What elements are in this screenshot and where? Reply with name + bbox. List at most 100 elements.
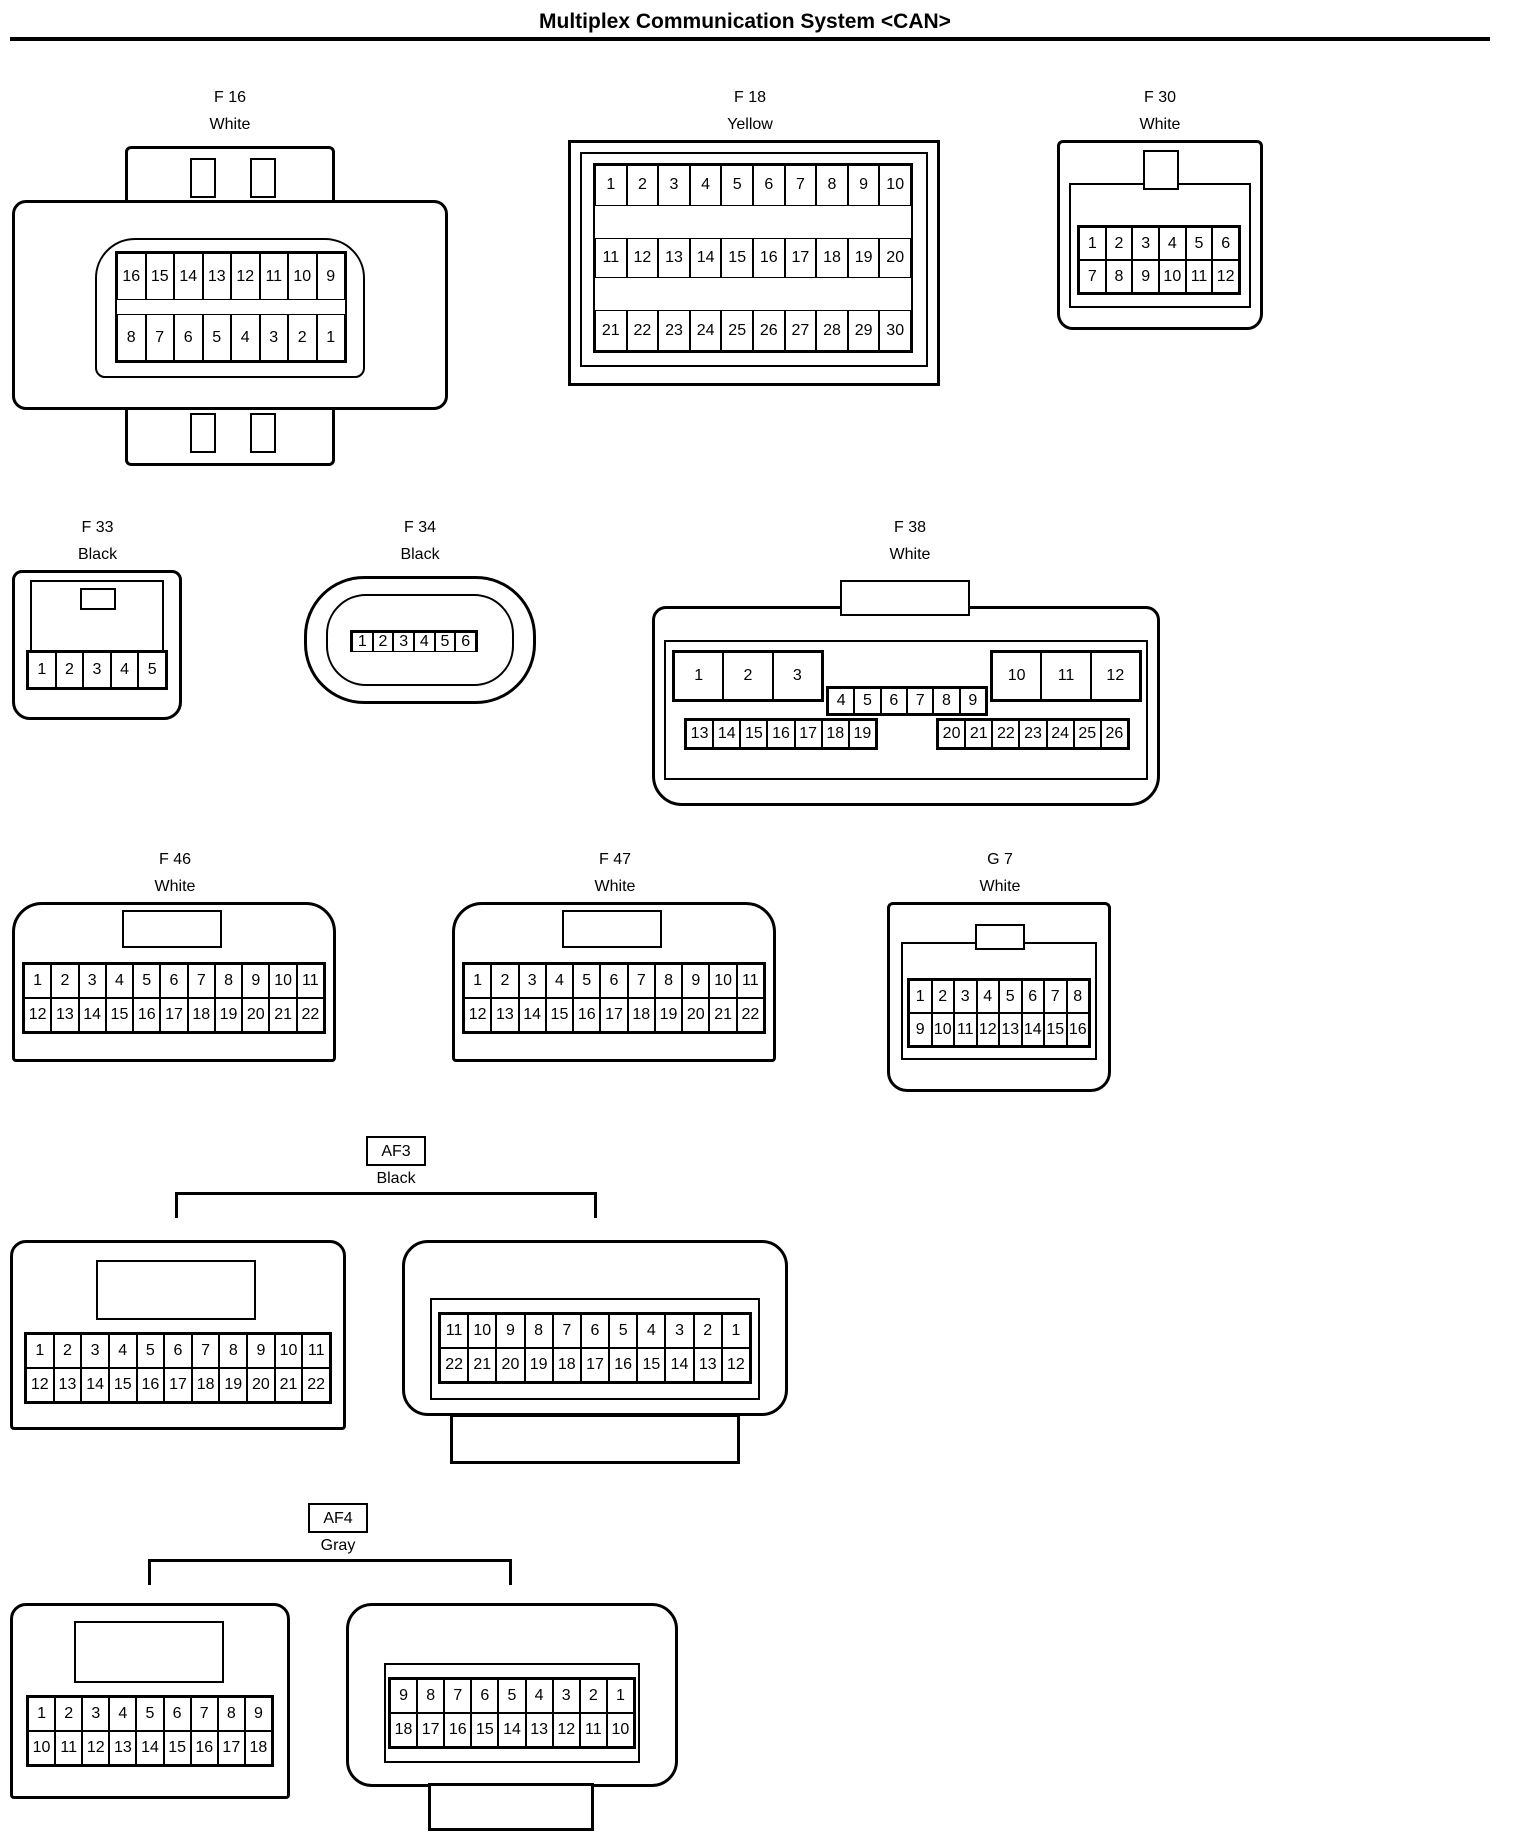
pin-cell: 21 (965, 720, 993, 748)
connector-code: F 16 (213, 89, 246, 106)
pin-cell: 3 (81, 1334, 109, 1368)
latch (975, 924, 1025, 950)
pin-cell: 15 (471, 1713, 499, 1747)
latch (250, 158, 276, 198)
pin-cell: 16 (609, 1348, 638, 1382)
pin-cell: 17 (417, 1713, 445, 1747)
pin-cell: 18 (244, 1731, 272, 1765)
pin-cell: 8 (524, 1314, 553, 1348)
pin-cell: 5 (854, 688, 881, 714)
pin-cell: 8 (214, 964, 243, 998)
pin-cell: 12 (24, 998, 52, 1032)
pin-cell: 9 (247, 1334, 275, 1368)
pin-cell: 5 (434, 632, 456, 652)
connector-code: G 7 (987, 851, 1013, 868)
pin-cell: 3 (772, 652, 822, 700)
pin-cell: 8 (217, 1697, 245, 1731)
pin-cell: 5 (202, 314, 231, 361)
pin-cell: 1 (909, 980, 932, 1013)
pin-cell: 25 (1073, 720, 1101, 748)
pin-cell: 2 (53, 1334, 82, 1368)
pin-cell: 26 (753, 310, 785, 351)
pin-cell: 2 (288, 314, 317, 361)
pin-cell: 24 (1046, 720, 1074, 748)
pin-cell: 19 (654, 998, 683, 1032)
pin-cell: 10 (274, 1334, 303, 1368)
pin-cell: 4 (976, 980, 999, 1013)
pin-cell: 21 (269, 998, 297, 1032)
pin-cell: 15 (545, 998, 574, 1032)
pin-cell: 16 (136, 1368, 165, 1402)
pin-cell: 28 (816, 310, 848, 351)
pin-cell: 15 (163, 1731, 191, 1765)
pin-cell: 8 (1105, 260, 1133, 293)
pin-cell: 22 (296, 998, 324, 1032)
pin-cell: 19 (848, 720, 876, 748)
pin-cell: 6 (160, 964, 188, 998)
pin-cell: 13 (53, 1368, 82, 1402)
pin-cell: 4 (105, 964, 134, 998)
pin-cell: 7 (190, 1697, 218, 1731)
pin-cell: 9 (244, 1697, 272, 1731)
pin-cell: 12 (626, 237, 659, 279)
pin-cell: 6 (471, 1679, 499, 1713)
pin-cell: 12 (1212, 260, 1239, 293)
pin-cell: 15 (740, 720, 768, 748)
pin-cell: 9 (909, 1013, 932, 1046)
pin-cell: 1 (595, 165, 627, 206)
connector-color: Yellow (727, 116, 773, 133)
pin-cell: 8 (117, 314, 146, 361)
pin-cell: 16 (573, 998, 601, 1032)
pin-cell: 11 (736, 964, 764, 998)
pin-cell: 2 (626, 165, 659, 206)
pin-cell: 22 (626, 310, 659, 351)
pin-cell: 25 (721, 310, 753, 351)
latch (96, 1260, 256, 1320)
latch (840, 580, 970, 616)
pin-cell: 23 (658, 310, 690, 351)
pin-cell: 21 (709, 998, 737, 1032)
pin-cell: 4 (545, 964, 574, 998)
pin-cell: 7 (444, 1679, 472, 1713)
pin-cell: 9 (1132, 260, 1159, 293)
pin-cell: 23 (1019, 720, 1047, 748)
pin-cell: 12 (82, 1731, 110, 1765)
pin-cell: 10 (468, 1314, 497, 1348)
pin-cell: 8 (417, 1679, 445, 1713)
connector-color: White (979, 878, 1021, 895)
pin-cell: 12 (552, 1713, 580, 1747)
pin-cell: 6 (880, 688, 907, 714)
pin-cell: 22 (736, 998, 764, 1032)
pin-cell: 12 (976, 1013, 999, 1046)
pin-cell: 16 (767, 720, 795, 748)
pin-cell: 4 (110, 652, 139, 688)
pin-cell: 5 (498, 1679, 526, 1713)
pin-cell: 11 (1185, 260, 1213, 293)
pin-cell: 1 (674, 652, 724, 700)
pin-cell: 4 (689, 165, 722, 206)
pin-cell: 2 (55, 1697, 83, 1731)
pin-cell: 11 (259, 253, 288, 300)
pin-cell: 12 (1090, 652, 1140, 700)
connector-code: F 47 (598, 851, 631, 868)
pin-cell: 2 (55, 652, 84, 688)
pin-cell: 19 (219, 1368, 248, 1402)
pin-cell: 6 (455, 632, 476, 652)
pin-cell: 18 (187, 998, 215, 1032)
pin-cell: 7 (784, 165, 817, 206)
latch (562, 910, 662, 948)
pin-cell: 3 (552, 1679, 580, 1713)
pin-cell: 15 (1044, 1013, 1067, 1046)
pin-cell: 20 (496, 1348, 525, 1382)
pin-cell: 1 (316, 314, 345, 361)
pin-cell: 6 (163, 1697, 191, 1731)
